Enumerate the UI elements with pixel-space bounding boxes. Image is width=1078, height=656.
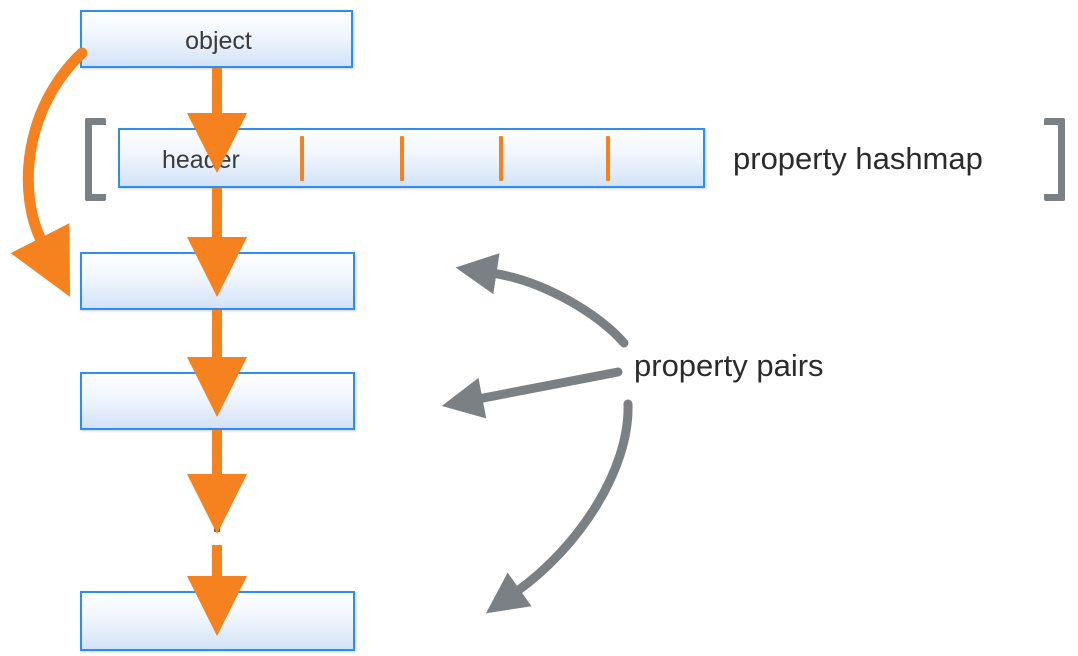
ellipsis-dot-2 (214, 511, 220, 517)
hashmap-slot-divider-1 (300, 136, 304, 181)
object-box[interactable]: object (80, 10, 353, 68)
ellipsis-dot-3 (214, 526, 220, 532)
object-box-label: object (185, 26, 252, 55)
property-pairs-label: property pairs (634, 348, 824, 383)
property-hashmap-label: property hashmap (733, 141, 983, 176)
hashmap-slot-divider-4 (606, 136, 610, 181)
header-label: header (162, 145, 240, 174)
property-hashmap-row[interactable]: header (118, 128, 705, 188)
hashmap-slot-divider-3 (499, 136, 503, 181)
property-pair-box-2[interactable] (80, 372, 355, 430)
arrow-label-to-pair-3 (485, 399, 633, 614)
property-pair-box-1[interactable] (80, 252, 355, 310)
bracket-right-icon (1044, 118, 1065, 201)
arrow-label-to-pair-2 (441, 367, 623, 419)
bracket-left-icon (85, 118, 106, 201)
arrow-object-to-property-pairs-curve (10, 47, 88, 297)
arrow-label-to-pair-1 (455, 253, 629, 348)
hashmap-slot-divider-2 (400, 136, 404, 181)
property-pair-box-3[interactable] (80, 591, 355, 651)
ellipsis-dot-1 (214, 496, 220, 502)
